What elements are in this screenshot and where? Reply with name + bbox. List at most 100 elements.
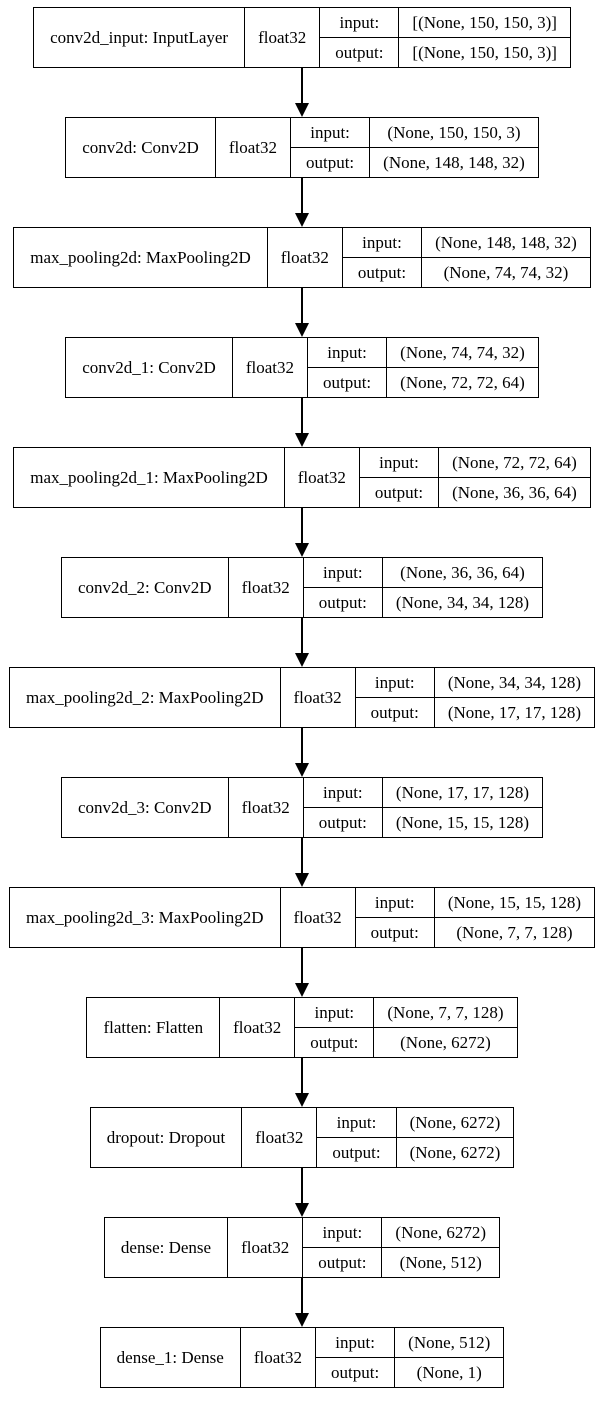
edge-line (301, 68, 303, 103)
input-label: input: (302, 777, 383, 808)
output-shape: (None, 7, 7, 128) (433, 917, 596, 948)
layer-node-conv2d-3: conv2d_3: Conv2D float32 input: (None, 1… (60, 777, 544, 838)
output-shape: [(None, 150, 150, 3)] (398, 37, 571, 68)
layer-node-conv2d: conv2d: Conv2D float32 input: (None, 150… (65, 117, 539, 178)
input-shape: (None, 6272) (381, 1217, 501, 1248)
input-shape: (None, 7, 7, 128) (373, 997, 518, 1028)
output-label: output: (354, 917, 435, 948)
output-label: output: (316, 1137, 397, 1168)
layer-name: conv2d_input: InputLayer (33, 7, 246, 68)
output-shape: (None, 512) (381, 1247, 501, 1278)
output-label: output: (289, 147, 371, 178)
layer-dtype: float32 (227, 1217, 304, 1278)
input-shape: (None, 36, 36, 64) (381, 557, 544, 588)
edge-line (301, 618, 303, 653)
arrow-down-icon (295, 543, 309, 557)
output-shape: (None, 17, 17, 128) (433, 697, 596, 728)
layer-node-conv2d-input: conv2d_input: InputLayer float32 input: … (33, 7, 571, 68)
input-label: input: (289, 117, 371, 148)
layer-node-max-pooling2d: max_pooling2d: MaxPooling2D float32 inpu… (13, 227, 591, 288)
input-label: input: (314, 1327, 396, 1358)
output-label: output: (306, 367, 388, 398)
layer-dtype: float32 (219, 997, 296, 1058)
arrow-down-icon (295, 983, 309, 997)
edge-line (301, 1058, 303, 1093)
edge-line (301, 728, 303, 763)
edge-connector (295, 1168, 309, 1217)
input-label: input: (306, 337, 388, 368)
input-label: input: (341, 227, 423, 258)
edge-connector (295, 398, 309, 447)
layer-name: max_pooling2d_3: MaxPooling2D (8, 887, 281, 948)
output-label: output: (314, 1357, 396, 1388)
layer-name: conv2d_2: Conv2D (60, 557, 229, 618)
layer-dtype: float32 (239, 1327, 317, 1388)
edge-connector (295, 728, 309, 777)
edge-line (301, 948, 303, 983)
edge-line (301, 178, 303, 213)
edge-line (301, 508, 303, 543)
edge-connector (295, 288, 309, 337)
layer-name: max_pooling2d_2: MaxPooling2D (8, 667, 281, 728)
layer-name: conv2d_3: Conv2D (60, 777, 229, 838)
input-shape: (None, 150, 150, 3) (369, 117, 539, 148)
edge-line (301, 1168, 303, 1203)
output-shape: (None, 15, 15, 128) (381, 807, 544, 838)
layer-name: dense: Dense (103, 1217, 229, 1278)
layer-node-flatten: flatten: Flatten float32 input: (None, 7… (86, 997, 518, 1058)
input-shape: (None, 148, 148, 32) (421, 227, 591, 258)
layer-node-max-pooling2d-2: max_pooling2d_2: MaxPooling2D float32 in… (8, 667, 596, 728)
input-label: input: (354, 887, 435, 918)
input-shape: (None, 34, 34, 128) (433, 667, 596, 698)
layer-dtype: float32 (279, 887, 356, 948)
arrow-down-icon (295, 653, 309, 667)
input-label: input: (294, 997, 375, 1028)
arrow-down-icon (295, 213, 309, 227)
output-label: output: (354, 697, 435, 728)
layer-name: conv2d_1: Conv2D (65, 337, 233, 398)
layer-dtype: float32 (214, 117, 291, 178)
edge-line (301, 838, 303, 873)
edge-connector (295, 1278, 309, 1327)
edge-connector (295, 508, 309, 557)
layer-name: dense_1: Dense (99, 1327, 241, 1388)
input-label: input: (302, 557, 383, 588)
input-label: input: (319, 7, 400, 38)
layer-dtype: float32 (227, 777, 304, 838)
edge-line (301, 288, 303, 323)
output-shape: (None, 36, 36, 64) (438, 477, 591, 508)
layer-dtype: float32 (227, 557, 304, 618)
layer-name: flatten: Flatten (86, 997, 221, 1058)
edge-connector (295, 618, 309, 667)
output-shape: (None, 34, 34, 128) (381, 587, 544, 618)
arrow-down-icon (295, 323, 309, 337)
arrow-down-icon (295, 1313, 309, 1327)
layer-node-dense-1: dense_1: Dense float32 input: (None, 512… (99, 1327, 505, 1388)
output-label: output: (319, 37, 400, 68)
input-label: input: (358, 447, 440, 478)
input-label: input: (316, 1107, 397, 1138)
layer-node-dense: dense: Dense float32 input: (None, 6272)… (103, 1217, 501, 1278)
output-label: output: (341, 257, 423, 288)
input-shape: (None, 6272) (395, 1107, 515, 1138)
input-shape: [(None, 150, 150, 3)] (398, 7, 571, 38)
layer-dtype: float32 (279, 667, 356, 728)
edge-connector (295, 1058, 309, 1107)
layer-dtype: float32 (244, 7, 321, 68)
layer-node-dropout: dropout: Dropout float32 input: (None, 6… (89, 1107, 515, 1168)
input-shape: (None, 17, 17, 128) (381, 777, 544, 808)
layer-name: conv2d: Conv2D (65, 117, 216, 178)
layer-dtype: float32 (231, 337, 308, 398)
layer-dtype: float32 (241, 1107, 318, 1168)
edge-connector (295, 948, 309, 997)
layer-node-max-pooling2d-1: max_pooling2d_1: MaxPooling2D float32 in… (13, 447, 591, 508)
layer-dtype: float32 (266, 227, 343, 288)
layer-dtype: float32 (283, 447, 360, 508)
input-label: input: (302, 1217, 383, 1248)
arrow-down-icon (295, 873, 309, 887)
layer-node-max-pooling2d-3: max_pooling2d_3: MaxPooling2D float32 in… (8, 887, 596, 948)
edge-line (301, 1278, 303, 1313)
layer-name: max_pooling2d_1: MaxPooling2D (13, 447, 285, 508)
arrow-down-icon (295, 433, 309, 447)
